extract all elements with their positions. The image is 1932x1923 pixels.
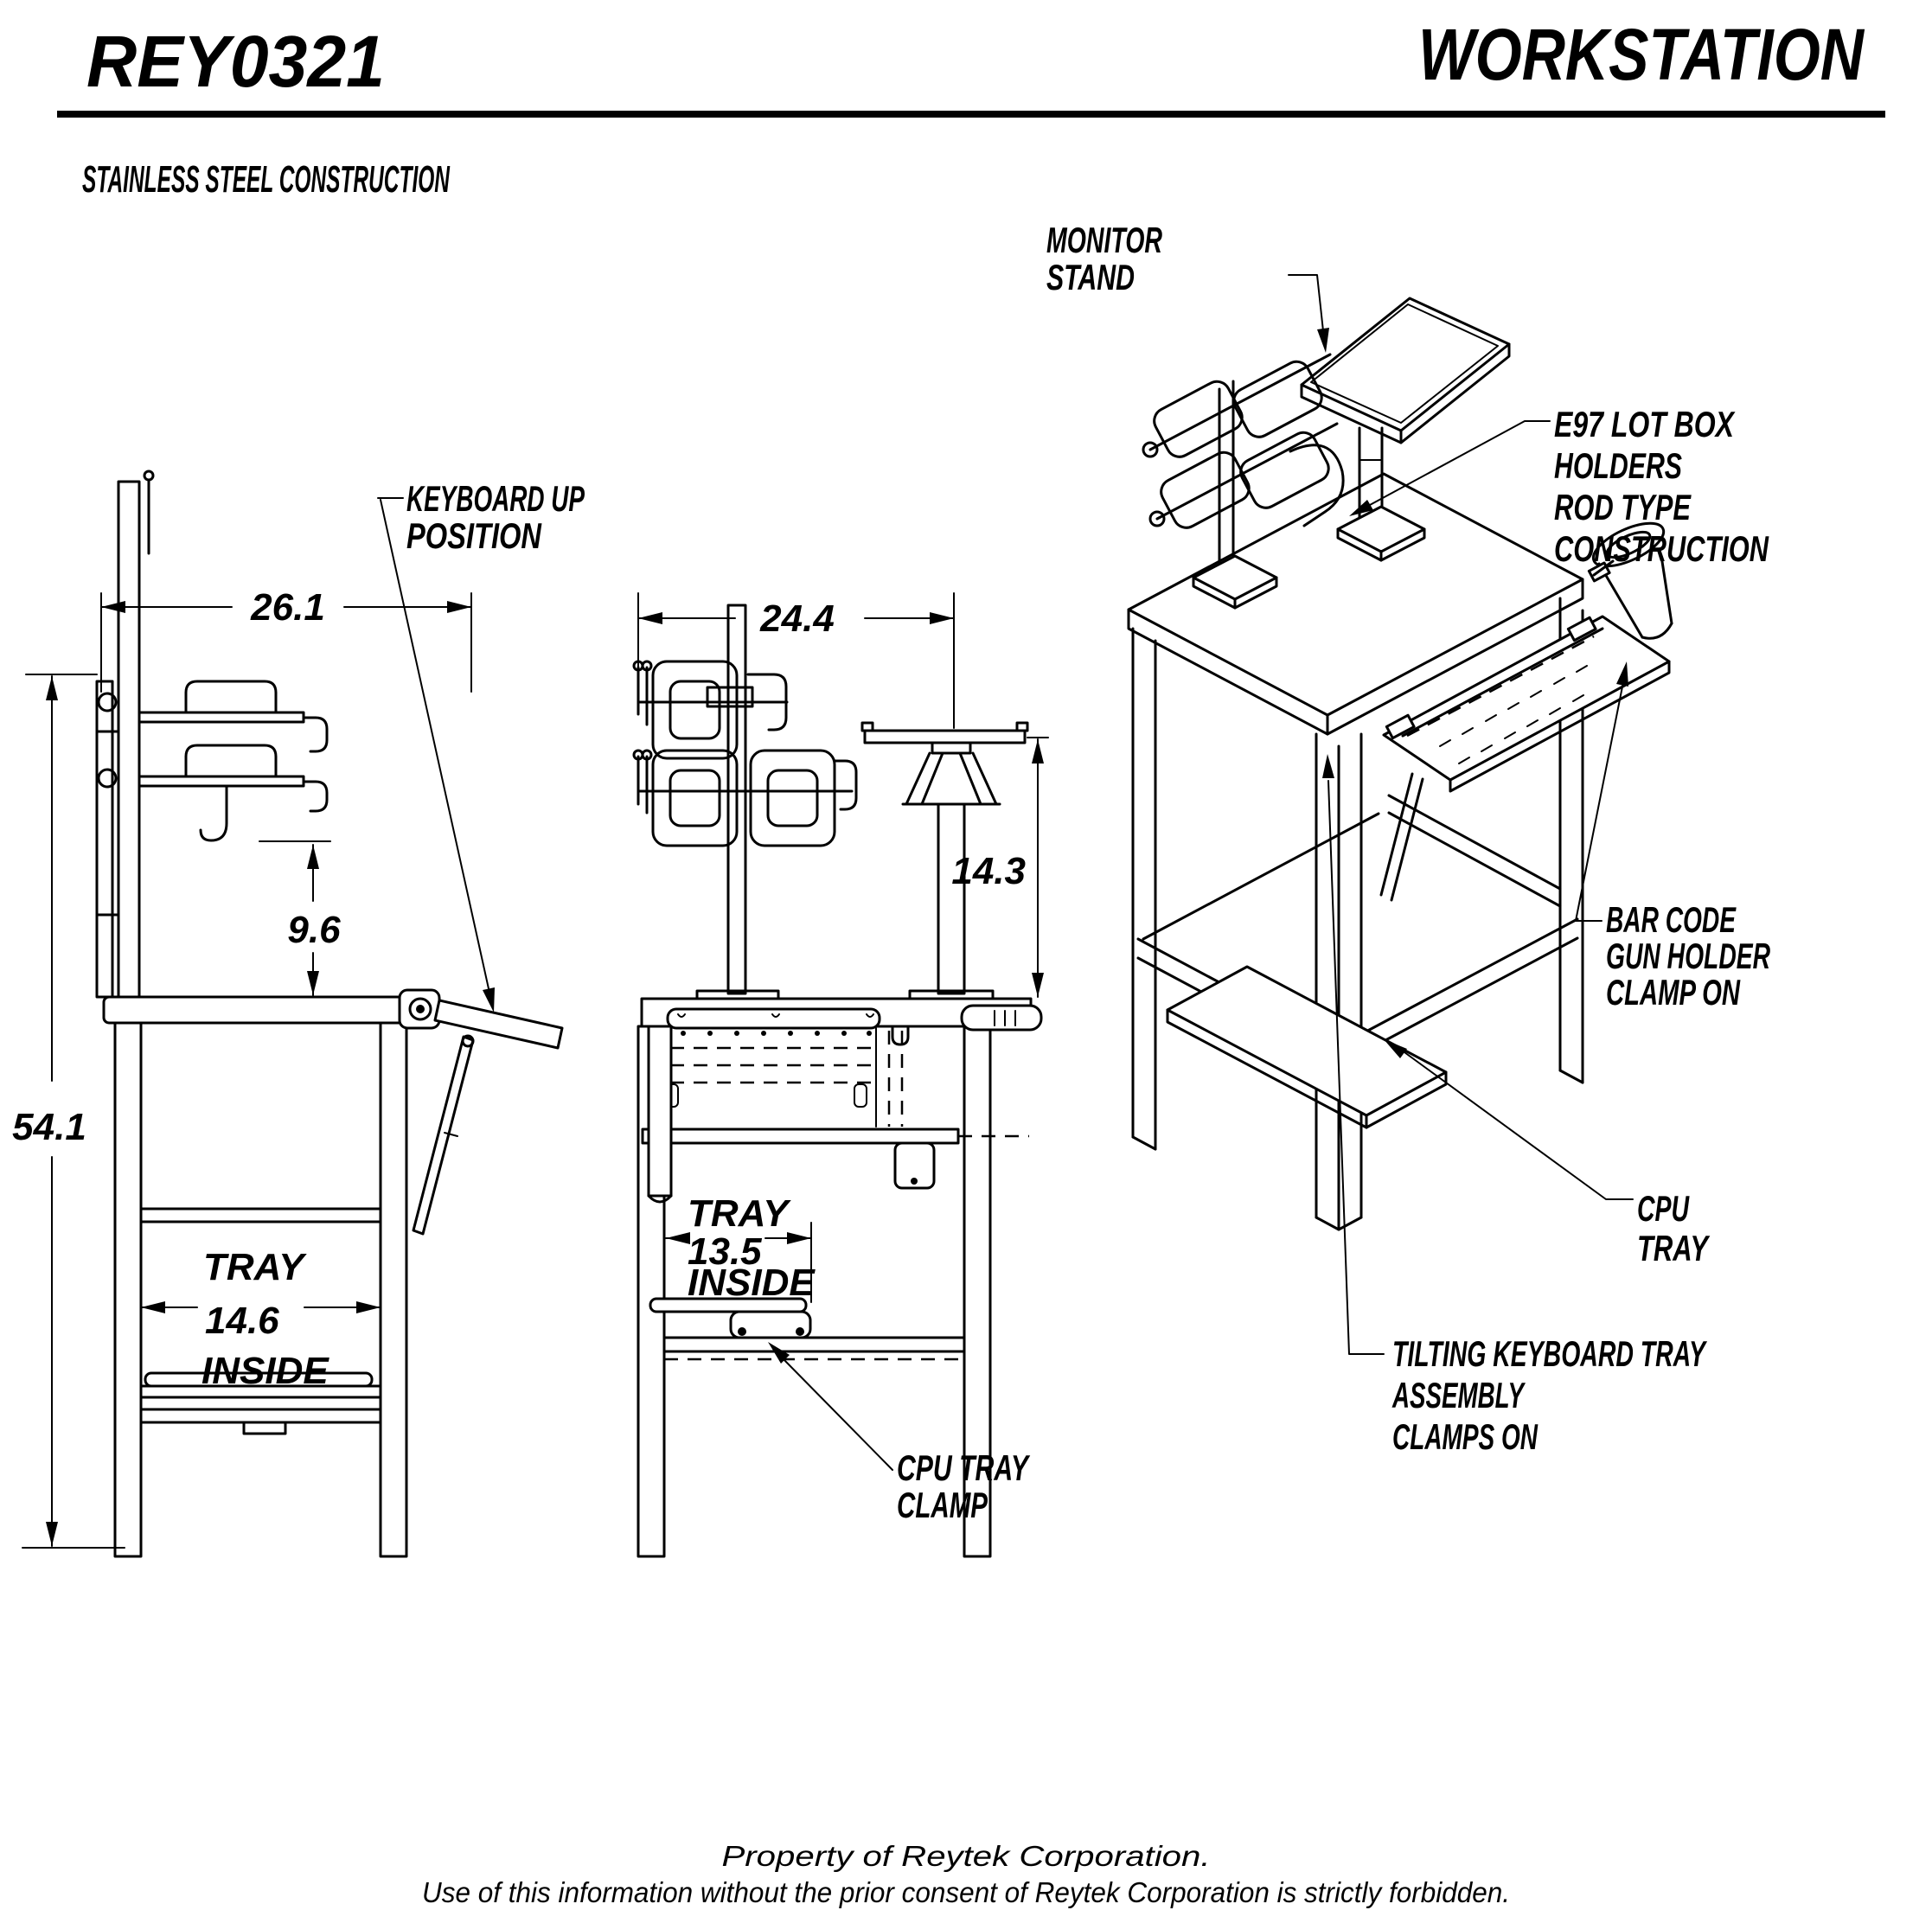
iso-cpu-tray-callout: CPU TRAY	[1384, 1039, 1711, 1268]
cpu-clamp-label-2: CLAMP	[897, 1485, 988, 1525]
side-right-leg	[379, 1021, 408, 1558]
front-tray-dimension: TRAY 13.5 INSIDE	[665, 1192, 816, 1304]
barcode-label-3: CLAMP ON	[1606, 972, 1741, 1013]
side-keyboard-callout: KEYBOARD UP POSITION	[377, 478, 585, 1013]
cpu-clamp-label-1: CPU TRAY	[897, 1447, 1031, 1488]
side-holder-gap-dimension: 9.6	[259, 840, 341, 996]
front-monitor-stand	[860, 721, 1029, 1000]
footer-line-2: Use of this information without the prio…	[422, 1876, 1510, 1908]
side-tabletop	[102, 995, 406, 1025]
front-cpu-tray	[649, 1297, 966, 1361]
iso-lotbox-holders	[1142, 353, 1345, 610]
construction-note: STAINLESS STEEL CONSTRUCTION	[82, 158, 451, 201]
iso-barcode-callout: BAR CODE GUN HOLDER CLAMP ON	[1575, 661, 1770, 1013]
iso-view: MONITOR STAND E97 LOT BOX HOLDERS ROD TY…	[1046, 220, 1770, 1457]
dim-holder-gap: 9.6	[287, 909, 341, 951]
front-lotbox-holders	[651, 660, 858, 847]
front-monitor-height-dimension: 14.3	[951, 737, 1049, 998]
title-block: REY0321 WORKSTATION STAINLESS STEEL CONS…	[57, 14, 1885, 201]
dim-front-width: 24.4	[759, 597, 835, 640]
tilting-label-3: CLAMPS ON	[1392, 1416, 1539, 1457]
iso-tabletop	[1127, 472, 1584, 736]
side-tray-label-3: INSIDE	[202, 1350, 329, 1392]
iso-cpu-tray	[1166, 965, 1448, 1129]
front-tray-label-1: TRAY	[688, 1192, 791, 1235]
iso-keyboard-keys	[1439, 665, 1588, 764]
dim-side-width: 26.1	[250, 586, 325, 629]
front-view: 24.4 14.3	[632, 592, 1049, 1558]
lotbox-label-4: CONSTRUCTION	[1554, 528, 1769, 569]
doc-number: REY0321	[86, 21, 385, 102]
side-keyboard-tray	[398, 988, 564, 1236]
iso-keyboard-tray	[1379, 615, 1671, 902]
iso-keyboard-callout: TILTING KEYBOARD TRAY ASSEMBLY CLAMPS ON	[1322, 754, 1708, 1457]
tilting-label-2: ASSEMBLY	[1391, 1375, 1526, 1415]
side-apron-rail	[139, 1207, 382, 1223]
iso-legs	[1131, 597, 1584, 1231]
lotbox-label-1: E97 LOT BOX	[1554, 404, 1736, 444]
lotbox-label-3: ROD TYPE	[1554, 487, 1692, 527]
monitor-stand-label-1: MONITOR	[1046, 220, 1162, 260]
footer-block: Property of Reytek Corporation. Use of t…	[422, 1840, 1510, 1908]
side-tray-dimension: TRAY 14.6 INSIDE	[140, 1246, 381, 1392]
front-tray-label-2: 13.5	[688, 1230, 762, 1273]
side-tray-label-1: TRAY	[203, 1246, 307, 1288]
side-width-dimension: 26.1	[100, 586, 472, 693]
barcode-label-1: BAR CODE	[1606, 899, 1737, 940]
tilting-label-1: TILTING KEYBOARD TRAY	[1392, 1333, 1708, 1374]
front-cpu-clamp-callout: CPU TRAY CLAMP	[768, 1342, 1031, 1525]
iso-barcode-gun-holder	[1587, 521, 1673, 640]
dim-monitor-height: 14.3	[951, 850, 1026, 892]
side-lotbox-holders	[138, 680, 329, 842]
iso-monitor-stand	[1300, 297, 1511, 562]
front-width-dimension: 24.4	[637, 592, 955, 729]
keyboard-up-label-2: POSITION	[406, 515, 542, 556]
side-left-leg	[113, 1021, 143, 1558]
title-rule	[57, 111, 1885, 118]
footer-line-1: Property of Reytek Corporation.	[722, 1840, 1211, 1872]
iso-monitor-callout: MONITOR STAND	[1046, 220, 1329, 353]
lotbox-label-2: HOLDERS	[1554, 445, 1682, 486]
side-cpu-tray	[139, 1371, 382, 1435]
barcode-label-2: GUN HOLDER	[1606, 936, 1770, 976]
iso-cpu-label-2: TRAY	[1637, 1228, 1711, 1268]
front-keyboard-assembly	[641, 1004, 1043, 1204]
sheet-title: WORKSTATION	[1418, 14, 1865, 95]
keyboard-up-label-1: KEYBOARD UP	[406, 478, 585, 519]
front-tray-label-3: INSIDE	[688, 1262, 816, 1304]
dim-overall-height: 54.1	[12, 1106, 86, 1148]
monitor-stand-label-2: STAND	[1046, 257, 1135, 297]
side-tray-label-2: 14.6	[205, 1300, 279, 1342]
side-height-dimension: 54.1	[12, 674, 125, 1549]
side-view: 54.1 26.1 9.6 TRAY 14.6 INSIDE	[12, 470, 585, 1558]
iso-lotbox-callout: E97 LOT BOX HOLDERS ROD TYPE CONSTRUCTIO…	[1349, 404, 1769, 569]
iso-cpu-label-1: CPU	[1637, 1188, 1690, 1229]
